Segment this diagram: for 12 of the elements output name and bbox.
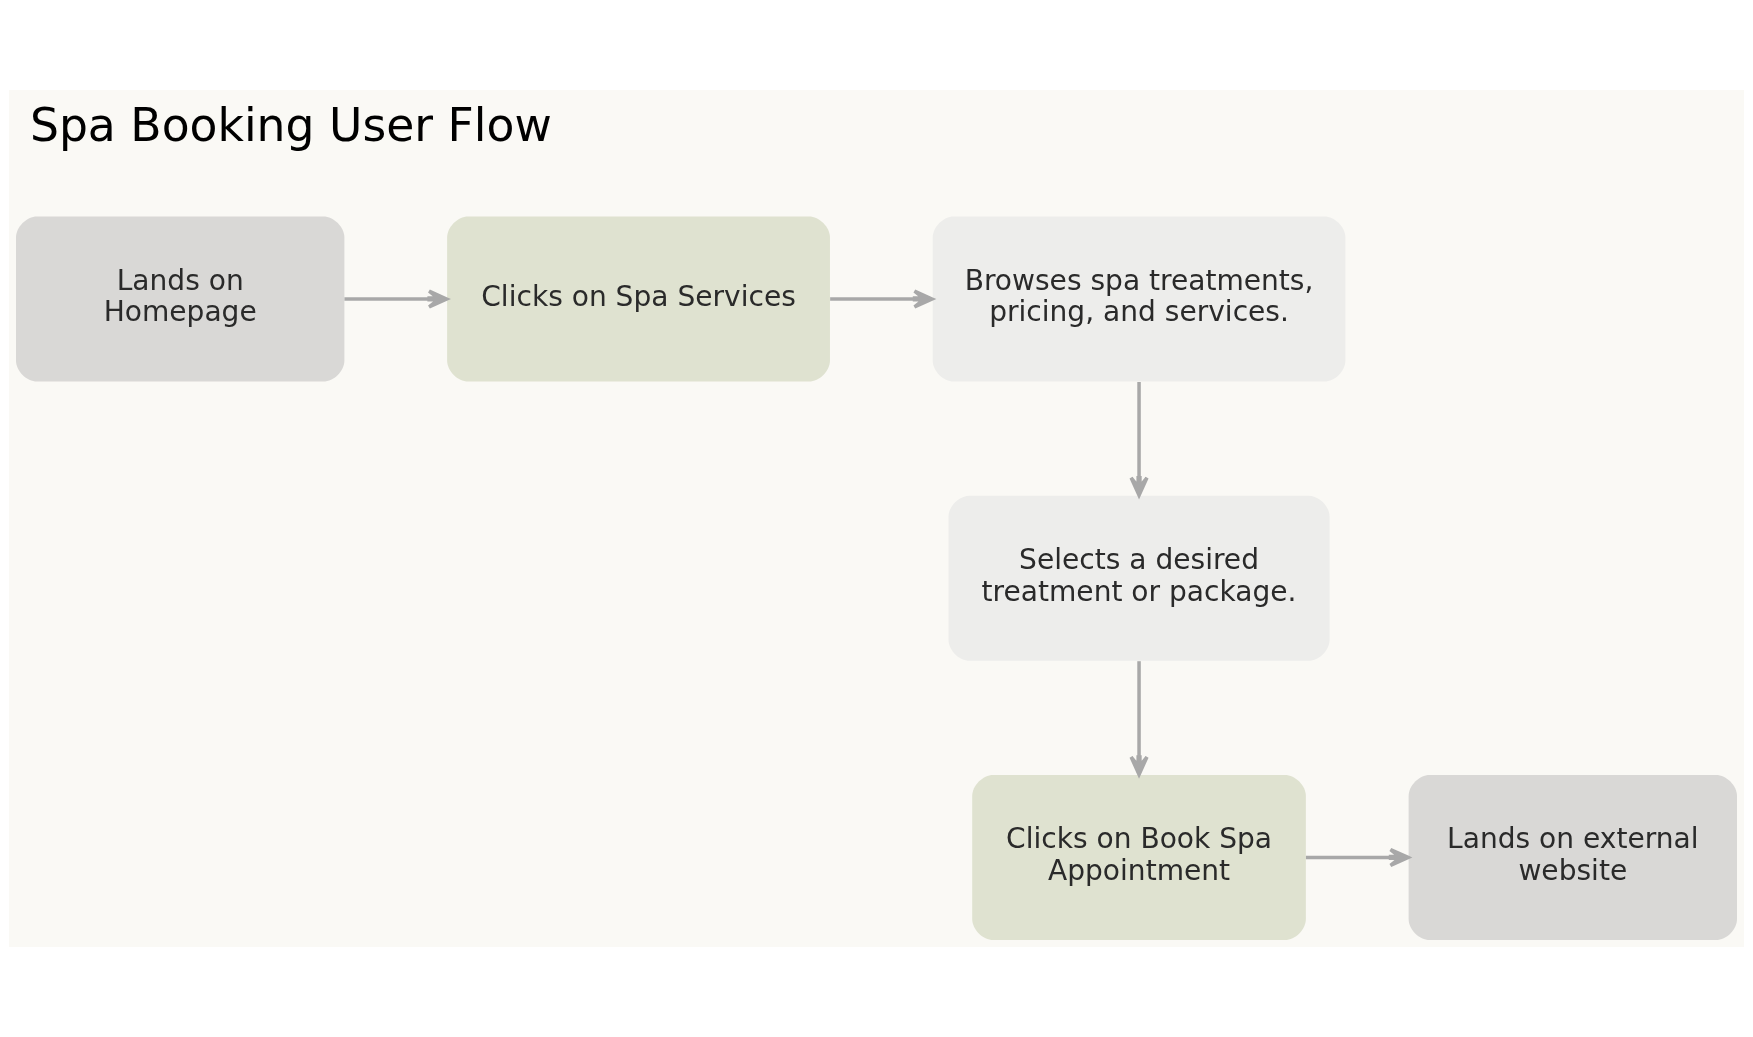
arrow [830, 289, 934, 309]
node-box: Clicks on Spa Services [447, 216, 830, 382]
node-box: Clicks on Book Spa Appointment [972, 774, 1306, 940]
arrow [1305, 847, 1410, 868]
node-box: Selects a desired treatment or package. [948, 495, 1330, 661]
node-box: Lands on Homepage [16, 216, 345, 382]
arrow [1129, 661, 1149, 777]
arrow [1129, 382, 1149, 498]
diagram-title: Spa Booking User Flow [29, 98, 552, 152]
arrow [344, 289, 449, 309]
node-box: Browses spa treatments, pricing, and services. [932, 216, 1346, 382]
node-box: Lands on external website [1408, 774, 1737, 940]
